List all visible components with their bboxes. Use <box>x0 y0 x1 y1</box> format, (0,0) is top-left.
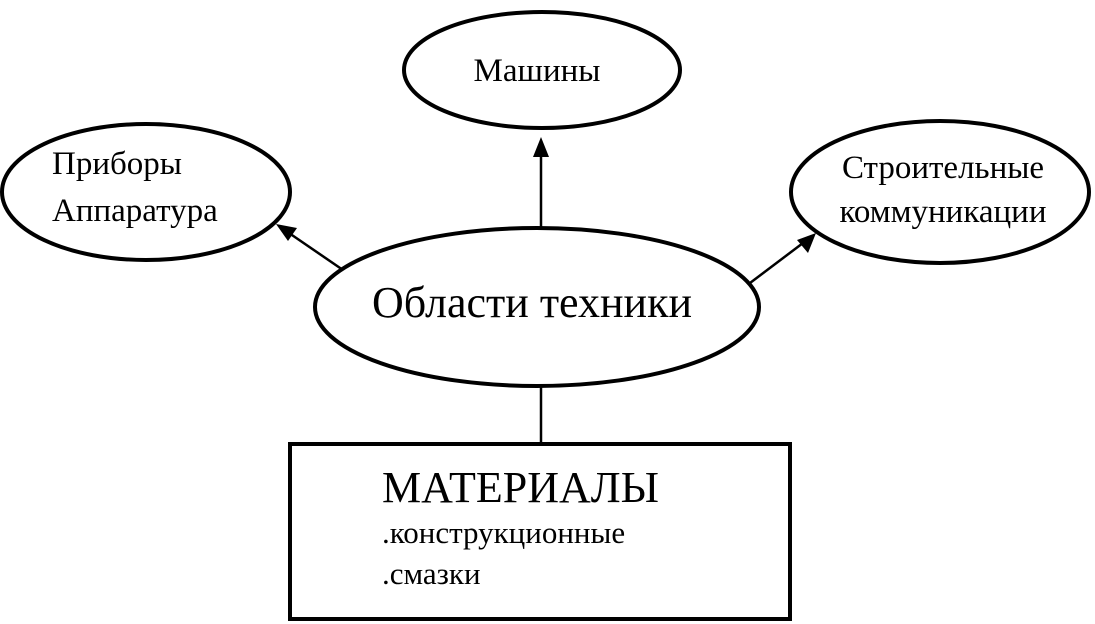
connector-center-to-instruments <box>288 231 344 272</box>
node-construction: Строительные коммуникации <box>789 119 1091 265</box>
arrowhead-construction <box>797 233 816 253</box>
machines-label: Машины <box>474 53 601 89</box>
node-center: Области техники <box>313 226 761 388</box>
arrowhead-instruments <box>276 224 297 241</box>
connectors <box>276 137 816 443</box>
materials-box <box>288 442 792 621</box>
node-instruments: Приборы Аппаратура <box>0 122 292 262</box>
node-machines: Машины <box>402 10 682 130</box>
construction-ellipse <box>789 119 1091 265</box>
instruments-label-line1: Приборы <box>52 146 182 182</box>
center-ellipse <box>313 226 761 388</box>
instruments-label-line2: Аппаратура <box>52 193 218 229</box>
materials-item: .конструкционные <box>382 515 625 550</box>
instruments-ellipse <box>0 122 292 262</box>
machines-ellipse <box>402 10 682 130</box>
node-materials: МАТЕРИАЛЫ .конструкционные .смазки <box>288 442 792 621</box>
construction-label-line2: коммуникации <box>840 194 1047 230</box>
materials-item: .смазки <box>382 556 481 591</box>
construction-label-line1: Строительные <box>842 150 1044 186</box>
materials-title: МАТЕРИАЛЫ <box>382 463 659 512</box>
arrowhead-machines <box>533 137 549 157</box>
connector-center-to-construction <box>749 242 804 284</box>
center-label: Области техники <box>372 278 692 327</box>
